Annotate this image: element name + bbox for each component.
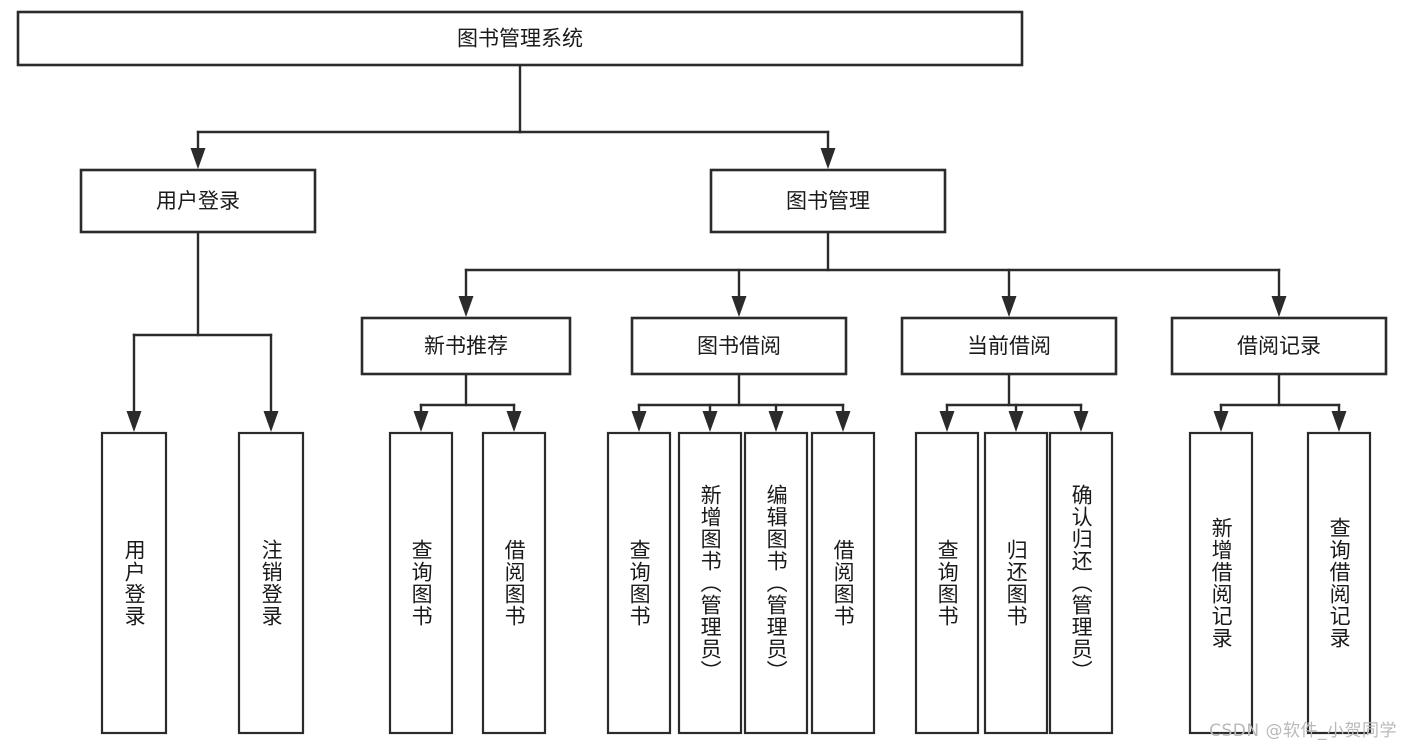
arrow-to-leaf-query-record bbox=[1331, 411, 1347, 432]
arrow-to-leaf-edit-book bbox=[768, 411, 784, 432]
arrow-to-leaf-add-book bbox=[702, 411, 718, 432]
connectors-layer bbox=[126, 63, 1347, 432]
node-leaf-add-book[interactable] bbox=[677, 431, 743, 735]
node-user-login[interactable] bbox=[79, 168, 317, 234]
node-leaf-edit-book[interactable] bbox=[743, 431, 809, 735]
arrow-to-leaf-query-book-2 bbox=[631, 411, 647, 432]
node-label-user-login: 用户登录 bbox=[156, 189, 240, 213]
node-book-manage[interactable] bbox=[709, 168, 947, 234]
arrow-to-leaf-borrow-book-1 bbox=[506, 411, 522, 432]
arrow-to-book-manage bbox=[820, 148, 836, 169]
node-leaf-borrow-book-2[interactable] bbox=[810, 431, 876, 735]
node-book-borrow[interactable] bbox=[630, 316, 848, 376]
arrow-to-book-borrow bbox=[731, 296, 747, 317]
arrow-to-leaf-confirm-return bbox=[1073, 411, 1089, 432]
node-label-borrow-record: 借阅记录 bbox=[1237, 334, 1321, 358]
node-leaf-query-book-1[interactable] bbox=[388, 431, 454, 735]
node-new-book-rec[interactable] bbox=[360, 316, 572, 376]
arrow-to-borrow-record bbox=[1271, 296, 1287, 317]
arrow-to-new-book-rec bbox=[458, 296, 474, 317]
arrow-to-leaf-borrow-book-2 bbox=[835, 411, 851, 432]
node-label-book-manage: 图书管理 bbox=[786, 189, 870, 213]
node-leaf-query-book-3[interactable] bbox=[914, 431, 980, 735]
node-leaf-query-book-2[interactable] bbox=[606, 431, 672, 735]
arrow-to-leaf-query-book-3 bbox=[939, 411, 955, 432]
node-label-root: 图书管理系统 bbox=[457, 27, 583, 51]
arrow-to-leaf-add-record bbox=[1213, 411, 1229, 432]
arrow-to-leaf-return-book bbox=[1008, 411, 1024, 432]
node-leaf-borrow-book-1[interactable] bbox=[481, 431, 547, 735]
arrow-to-user-login bbox=[190, 148, 206, 169]
node-leaf-return-book[interactable] bbox=[983, 431, 1049, 735]
node-label-new-book-rec: 新书推荐 bbox=[424, 334, 508, 358]
node-root-book-management-system[interactable] bbox=[16, 10, 1024, 67]
node-leaf-user-login[interactable] bbox=[100, 431, 168, 735]
node-borrow-record[interactable] bbox=[1170, 316, 1388, 376]
node-leaf-add-record[interactable] bbox=[1188, 431, 1254, 735]
node-leaf-logout[interactable] bbox=[237, 431, 305, 735]
arrow-to-current-borrow bbox=[1001, 296, 1017, 317]
arrow-to-leaf-user-login bbox=[126, 411, 142, 432]
watermark-text: CSDN @软件_小贺同学 bbox=[1209, 721, 1397, 741]
boxes-layer bbox=[16, 10, 1388, 735]
node-leaf-confirm-return[interactable] bbox=[1048, 431, 1114, 735]
node-leaf-query-record[interactable] bbox=[1306, 431, 1372, 735]
arrow-to-leaf-logout bbox=[263, 411, 279, 432]
arrow-to-leaf-query-book-1 bbox=[413, 411, 429, 432]
node-label-book-borrow: 图书借阅 bbox=[697, 334, 781, 358]
node-label-current-borrow: 当前借阅 bbox=[967, 334, 1051, 358]
node-current-borrow[interactable] bbox=[900, 316, 1118, 376]
